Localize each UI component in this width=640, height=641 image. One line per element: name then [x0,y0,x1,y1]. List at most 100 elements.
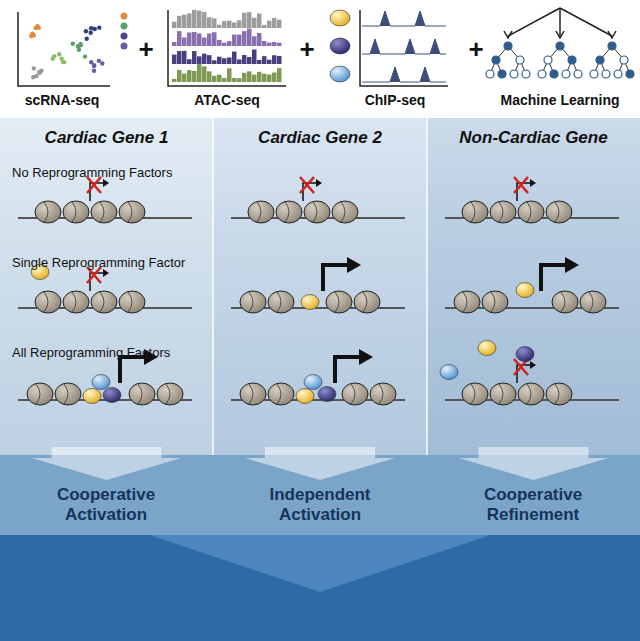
signal-bar [182,38,187,46]
tree-node [516,56,524,64]
dna-wrap [277,384,281,404]
signal-bar [232,22,237,28]
dna-wrap [555,202,559,222]
signal-bar [217,25,222,28]
cell-dot [32,33,36,37]
axes [18,12,110,86]
outcome-label: Cooperative Refinement [458,485,608,524]
down-arrow [459,447,609,480]
signal-bar [247,29,252,46]
signal-bar [242,73,247,82]
cell-dot [71,42,75,46]
column-heading: Non-Cardiac Gene [427,128,640,148]
dna-wrap [499,384,503,404]
outcome-label: Cooperative Activation [31,485,181,524]
signal-bar [267,60,272,64]
reprogramming-factor [103,388,121,403]
tree-arrowhead [608,31,616,38]
tree-node [486,70,494,78]
reprogramming-factor [516,283,534,298]
cell-dot [35,24,39,28]
cell-dot [51,57,55,61]
reprogramming-factor [301,295,319,310]
axes [168,10,286,86]
signal-bar [262,74,267,82]
signal-bar [227,21,232,28]
reprogramming-factor [304,375,322,390]
signal-bar [187,70,192,82]
signal-bar [197,11,202,28]
signal-bar [232,78,237,82]
tree-node [544,56,552,64]
signal-bar [222,58,227,64]
signal-bar [262,56,267,64]
signal-bar [232,52,237,64]
dna-wrap [44,292,48,312]
tree-node [626,70,634,78]
column-divider [212,118,214,455]
cluster-key-dot [121,13,128,20]
gene-column: Cardiac Gene 2 [213,118,427,455]
dna-wrap [36,384,40,404]
dna-wrap [138,384,142,404]
cell-dot [92,69,96,73]
dna-wrap [589,292,593,312]
gene-column: Cardiac Gene 1No Reprogramming FactorsSi… [0,118,213,455]
tree-node [522,70,530,78]
signal-bar [187,59,192,64]
nucleosome [55,383,81,405]
signal-bar [172,42,177,46]
factor-oval [330,10,350,26]
plus-sign: + [138,34,153,65]
method-label: ATAC-seq [194,92,260,108]
signal-bar [257,14,262,28]
chromatin [18,177,619,405]
tree-node [550,70,558,78]
dna-wrap [555,384,559,404]
cell-dot [57,52,61,56]
tree-node [498,70,506,78]
nucleosome [119,291,145,313]
method-label: scRNA-seq [25,92,100,108]
method-label: Machine Learning [500,92,619,108]
cell-dot [89,60,93,64]
signal-bar [232,35,237,46]
tree-node [556,42,564,50]
signal-bar [217,57,222,64]
tree-node [574,70,582,78]
signal-bar [247,12,252,28]
tss-arrow [323,265,349,291]
cluster-key-dot [121,33,128,40]
peak-track [362,39,446,54]
signal-bar [222,78,227,82]
signal-bar [212,60,217,64]
dna-wrap [277,292,281,312]
nucleosome [518,201,544,223]
tree-node [614,70,622,78]
signal-bar [277,43,282,46]
nucleosome [462,383,488,405]
signal-bar [177,31,182,46]
signal-bar [172,79,177,82]
tree-node [492,56,500,64]
nucleosome [35,201,61,223]
tss-arrowhead [530,179,536,187]
signal-bar [177,51,182,64]
nucleosome [454,291,480,313]
signal-bar [192,51,197,64]
reprogramming-factor [318,387,336,402]
dna-wrap [64,384,68,404]
nucleosome [332,201,358,223]
nucleosome [91,201,117,223]
nucleosome [268,383,294,405]
dna-wrap [491,292,495,312]
cell-dot [79,43,83,47]
dna-wrap [257,202,261,222]
nucleosome [63,201,89,223]
signal-bar [247,71,252,82]
dna-wrap [499,202,503,222]
signal-bar [182,15,187,28]
signal-bar [272,18,277,28]
signal-bar [177,16,182,28]
signal-bar [197,64,202,82]
